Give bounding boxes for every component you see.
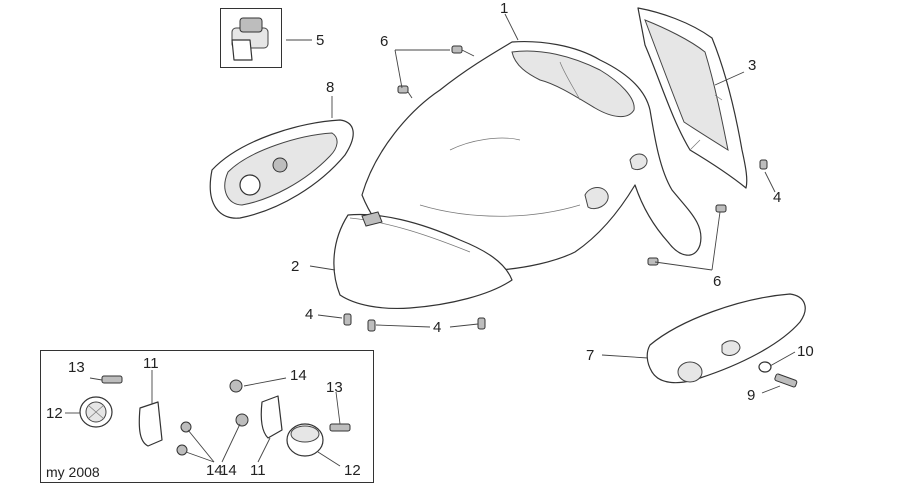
callout-5: 5 [316, 32, 325, 49]
inset-screw-13-left [101, 375, 123, 384]
part-2-lower-cover [333, 211, 513, 310]
inset-part-11-left [138, 401, 163, 447]
screw-4-bottom-b [367, 319, 376, 332]
inset-part-12-left [79, 396, 113, 428]
inset-leaders [65, 370, 341, 467]
screw-6-right-a [715, 204, 727, 213]
callout-11-right: 11 [250, 462, 266, 479]
part-8-headlight-housing [209, 119, 354, 219]
callout-4-bottom-left: 4 [305, 306, 314, 323]
screw-6-left [397, 85, 413, 99]
shield-hole-upper [629, 153, 648, 171]
inset-part-12-right [286, 423, 324, 457]
callout-12-left: 12 [46, 405, 63, 422]
part-7-rear-cover [646, 293, 806, 384]
screw-6-top [451, 45, 475, 57]
bolt-9 [774, 373, 798, 388]
inset-part-11-right [260, 395, 283, 439]
callout-11-left: 11 [143, 355, 159, 372]
callout-14-bottom-left: 14 [206, 462, 223, 479]
callout-13-right: 13 [326, 379, 343, 396]
callout-10: 10 [797, 343, 814, 360]
my2008-inset-box [40, 350, 374, 483]
callout-7: 7 [586, 347, 595, 364]
callout-12-right: 12 [344, 462, 361, 479]
bulb-detail-box [220, 8, 282, 68]
screw-4-right [759, 159, 768, 170]
inset-caption: my 2008 [46, 464, 100, 480]
callout-2: 2 [291, 258, 300, 275]
callout-3: 3 [748, 57, 757, 74]
callout-13-left: 13 [68, 359, 85, 376]
callout-8: 8 [326, 79, 335, 96]
callout-4-right: 4 [773, 189, 782, 206]
part-3-inner-panel [637, 7, 748, 189]
part-5-bulb [231, 17, 269, 61]
screw-4-bottom-a [343, 313, 352, 326]
callout-1: 1 [500, 0, 509, 17]
screw-6-right-b [647, 257, 659, 266]
callout-14-bottom-center: 14 [220, 462, 237, 479]
callout-14-top: 14 [290, 367, 307, 384]
inset-nuts-14-left [176, 421, 192, 456]
washer-10 [758, 361, 772, 373]
screw-4-bottom-c [477, 317, 486, 330]
callout-6-top: 6 [380, 33, 389, 50]
shield-hole-lower [584, 187, 609, 210]
callout-4-bottom-center: 4 [433, 319, 442, 336]
callout-6-bottom: 6 [713, 273, 722, 290]
callout-9: 9 [747, 387, 756, 404]
leader-lines [286, 13, 796, 394]
part-1-front-shield [361, 41, 702, 271]
inset-nuts-14-right [229, 379, 249, 427]
